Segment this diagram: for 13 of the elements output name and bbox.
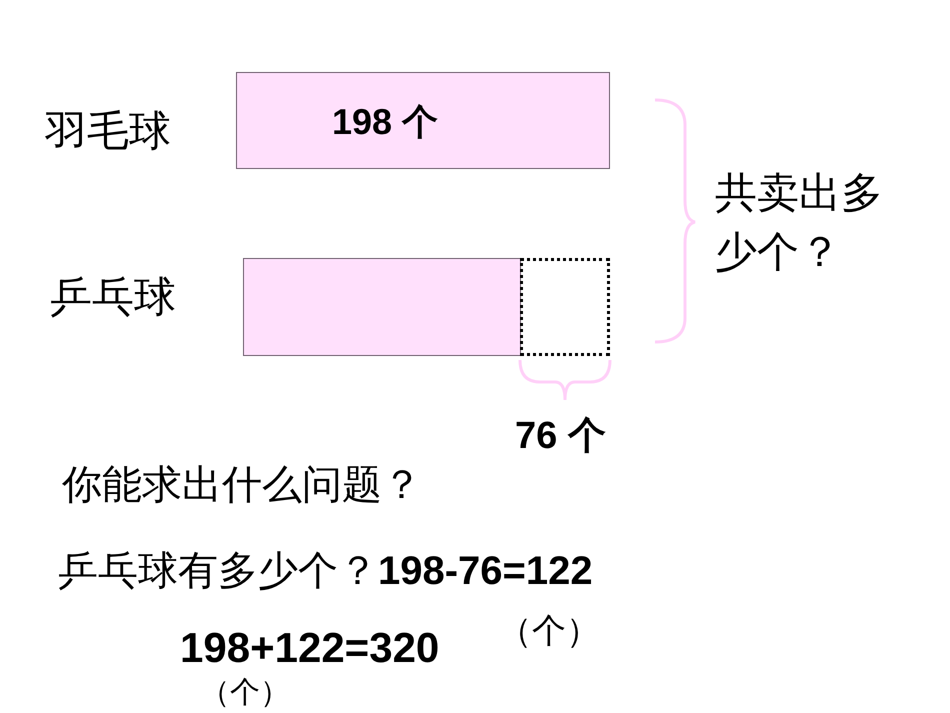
equation-text: （个） [498, 612, 600, 652]
question-text: 乒乓球有多少个？198-76=122 [58, 548, 593, 594]
bar-value: 198 个 [332, 101, 438, 142]
difference-label: 76 个 [515, 415, 606, 459]
bar-segment [243, 258, 521, 356]
bar-name: 羽毛球 [45, 108, 171, 156]
dashed-box [520, 258, 610, 356]
question-text: 共卖出多少个？ [715, 170, 884, 278]
equation-text: 198+122=320 [180, 624, 440, 672]
bar-segment [236, 72, 610, 169]
equation-text: （个） [200, 676, 290, 710]
bar-name: 乒乓球 [50, 274, 176, 322]
question-text: 你能求出什么问题？ [62, 462, 422, 508]
